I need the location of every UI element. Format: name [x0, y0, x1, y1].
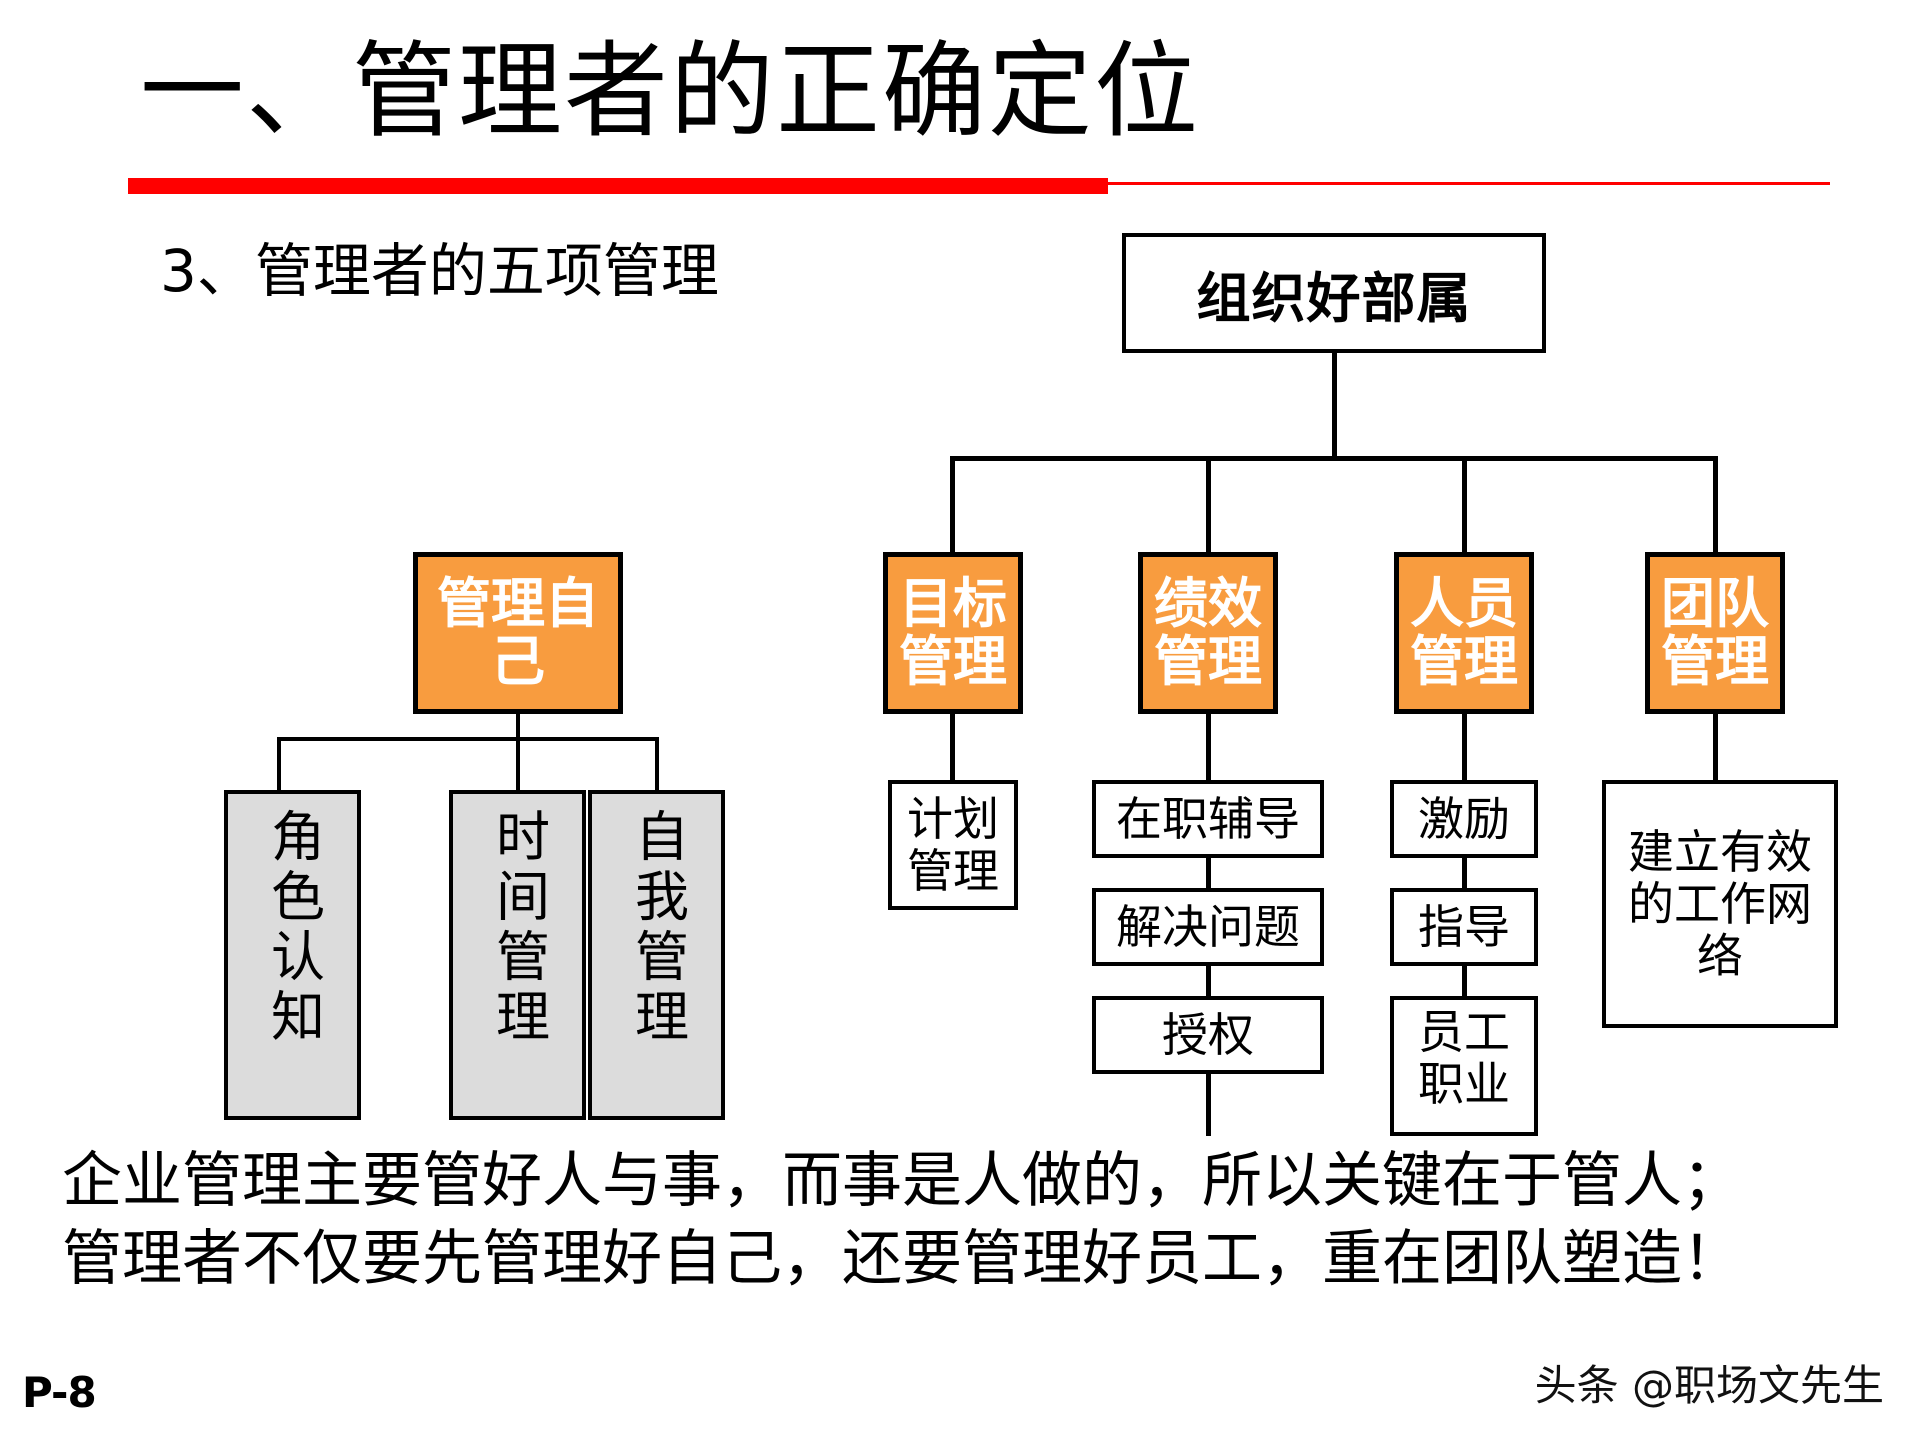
on-job-coaching-label: 在职辅导 [1116, 792, 1300, 846]
diagram-node-self-management: 自我管理 [588, 790, 725, 1120]
summary-text: 企业管理主要管好人与事，而事是人做的，所以关键在于管人； 管理者不仅要先管理好自… [62, 1142, 1862, 1298]
connector-goal-to-plan [950, 714, 955, 780]
self-management-label: 自我管理 [625, 808, 689, 1048]
title-underline-thick [128, 178, 1108, 194]
diagram-node-root: 组织好部属 [1122, 233, 1546, 353]
watermark: 头条 @职场文先生 [1534, 1361, 1884, 1410]
diagram-node-manage-self: 管理自己 [413, 552, 623, 714]
connector-guidance-to-career [1462, 966, 1467, 996]
connector-problem-to-delegate [1206, 966, 1211, 996]
role-cognition-label: 角色认知 [261, 808, 325, 1048]
connector-drop-self-1 [277, 737, 281, 792]
connector-self-stem [516, 714, 520, 739]
diagram-node-employee-career: 员工职业 [1390, 996, 1538, 1136]
connector-drop-pillar-1 [950, 456, 955, 554]
section-subtitle: 3、管理者的五项管理 [160, 237, 719, 305]
diagram-node-pillar-people: 人员管理 [1394, 552, 1534, 714]
diagram-node-pillar-goal: 目标管理 [883, 552, 1023, 714]
page-number: P-8 [22, 1368, 97, 1417]
guidance-label: 指导 [1418, 900, 1510, 954]
diagram-node-solve-problem: 解决问题 [1092, 888, 1324, 966]
manage-self-label: 管理自己 [437, 572, 599, 693]
diagram-node-role-cognition: 角色认知 [224, 790, 361, 1120]
solve-problem-label: 解决问题 [1116, 900, 1300, 954]
summary-line-2: 管理者不仅要先管理好自己，还要管理好员工，重在团队塑造！ [62, 1224, 1742, 1294]
connector-drop-pillar-4 [1713, 456, 1718, 554]
diagram-node-delegation: 授权 [1092, 996, 1324, 1074]
pillar-people-label: 人员管理 [1410, 572, 1518, 693]
diagram-node-on-job-coaching: 在职辅导 [1092, 780, 1324, 858]
connector-people-stem [1462, 714, 1467, 780]
diagram-node-work-network: 建立有效的工作网络 [1602, 780, 1838, 1028]
pillar-performance-label: 绩效管理 [1154, 572, 1262, 693]
motivation-label: 激励 [1418, 792, 1510, 846]
connector-pillar-bus [950, 456, 1718, 461]
connector-performance-stem [1206, 714, 1211, 780]
connector-drop-self-3 [655, 737, 659, 792]
connector-drop-pillar-3 [1462, 456, 1467, 554]
connector-root-stem [1332, 353, 1337, 460]
diagram-node-time-management: 时间管理 [449, 790, 586, 1120]
connector-drop-pillar-2 [1206, 456, 1211, 554]
delegation-label: 授权 [1162, 1008, 1254, 1062]
diagram-node-plan-management: 计划管理 [888, 780, 1018, 910]
diagram-node-guidance: 指导 [1390, 888, 1538, 966]
diagram-node-pillar-team: 团队管理 [1645, 552, 1785, 714]
connector-drop-self-2 [516, 737, 520, 792]
connector-team-to-network [1713, 714, 1718, 780]
connector-delegate-tail [1206, 1074, 1211, 1136]
summary-line-1: 企业管理主要管好人与事，而事是人做的，所以关键在于管人； [62, 1146, 1742, 1216]
work-network-label: 建立有效的工作网络 [1628, 825, 1812, 983]
pillar-team-label: 团队管理 [1661, 572, 1769, 693]
plan-management-label: 计划管理 [907, 792, 999, 898]
connector-self-bus [277, 737, 659, 741]
pillar-goal-label: 目标管理 [899, 572, 1007, 693]
employee-career-label: 员工职业 [1418, 1005, 1510, 1111]
page-title: 一、管理者的正确定位 [140, 30, 1201, 152]
connector-coaching-to-problem [1206, 858, 1211, 888]
time-management-label: 时间管理 [486, 808, 550, 1048]
diagram-node-pillar-performance: 绩效管理 [1138, 552, 1278, 714]
title-underline-thin [1108, 182, 1830, 185]
diagram-node-motivation: 激励 [1390, 780, 1538, 858]
connector-motivation-to-guidance [1462, 858, 1467, 888]
